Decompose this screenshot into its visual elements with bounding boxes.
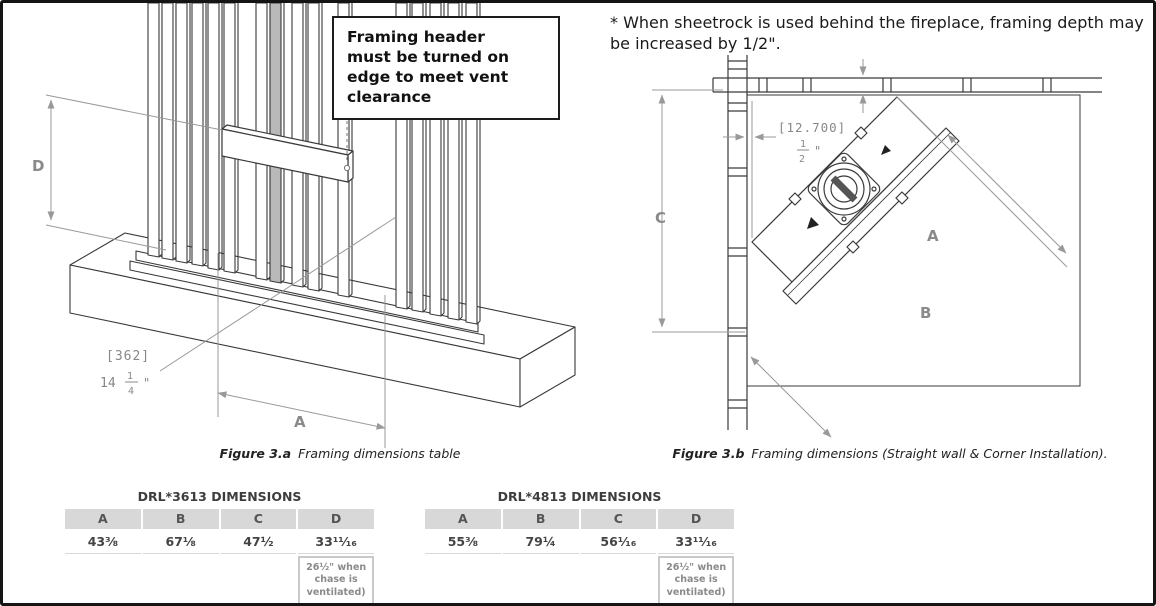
table-title: DRL*4813 DIMENSIONS [497,489,662,504]
figure-b-caption-label: Figure 3.b [672,446,745,461]
svg-text:[362]: [362] [106,349,150,364]
dim-label-a: A [294,413,306,431]
extension-line [896,96,1068,268]
dimension-d [45,94,223,251]
vent-damper [830,175,858,203]
bottom-plate-board [135,250,479,333]
column-header-a: A [65,509,141,529]
figure-a-caption-text: Framing dimensions table [298,446,461,461]
callout-framing-header: Framing header must be turned on edge to… [332,16,560,120]
leader-14-quarter [159,216,397,372]
dimension-a [159,216,397,448]
ventilated-chase-note: 26½" when chase is ventilated) [298,556,374,606]
column-header-d: D [298,509,374,529]
small-arrow-icon [881,145,891,155]
svg-text:1: 1 [800,139,806,150]
dim-label-b: B [920,304,931,322]
figure-a-caption-label: Figure 3.a [219,446,292,461]
column-header-b: B [142,509,219,529]
dimensions-table-drl3613: DRL*3613 DIMENSIONS A B C D 43⅜ 67⅛ 47½ … [65,489,374,606]
svg-text:[12.700]: [12.700] [778,120,846,135]
svg-text:4: 4 [128,386,134,397]
svg-text:1: 1 [127,371,133,382]
value-d: 33¹¹⁄₁₆ [315,534,357,549]
chase-enclosure [747,94,1081,387]
figure-b-caption: Figure 3.b Framing dimensions (Straight w… [640,446,1140,461]
figure-a-caption: Figure 3.a Framing dimensions table [150,446,530,461]
value-a: 43⅜ [87,534,119,549]
value-c: 47½ [243,534,274,549]
dim-label-a: A [927,227,939,245]
column-header-a: A [425,509,501,529]
back-tabs [788,126,868,206]
svg-text:": " [814,144,821,158]
value-c: 56¹⁄₁₆ [600,534,637,549]
half-inch-gap-dim [723,59,867,238]
value-b: 79¼ [525,534,556,549]
ventilated-chase-note: 26½" when chase is ventilated) [658,556,734,606]
column-header-c: C [220,509,297,529]
figure-b-corner-plan: C A B [12.700] 1 2 " [652,55,1102,438]
framing-header [221,124,354,183]
dim-362-label: [362] 14 1 4 " [100,349,150,397]
front-tabs [846,191,909,254]
svg-text:2: 2 [799,154,805,165]
left-wall [727,55,748,430]
dimension-c [652,89,745,333]
fireplace-unit [751,96,960,305]
svg-text:14: 14 [100,376,116,391]
value-b: 67⅛ [165,534,196,549]
top-wall-stud-ticks [758,78,1052,92]
table-title: DRL*3613 DIMENSIONS [137,489,302,504]
dimension-a-b [750,96,1068,438]
value-d: 33¹¹⁄₁₆ [675,534,717,549]
dim-label-c: C [655,209,666,227]
figure-a-framing-isometric: D A [362] 14 1 4 " [32,3,576,448]
callout-leader [343,103,351,172]
value-a: 55⅜ [447,534,479,549]
small-arrow-icon [807,217,819,229]
svg-text:": " [143,376,150,390]
dimensions-table-drl4813: DRL*4813 DIMENSIONS A B C D 55⅜ 79¼ 56¹⁄… [425,489,734,606]
left-wall-stud-ticks [728,60,747,409]
sheetrock-note: * When sheetrock is used behind the fire… [610,13,1144,54]
column-header-c: C [580,509,657,529]
column-header-b: B [502,509,579,529]
dim-12700-label: [12.700] 1 2 " [778,120,846,165]
dim-label-d: D [32,157,44,175]
figure-b-caption-text: Framing dimensions (Straight wall & Corn… [751,446,1108,461]
column-header-d: D [658,509,734,529]
top-wall [712,77,1102,93]
